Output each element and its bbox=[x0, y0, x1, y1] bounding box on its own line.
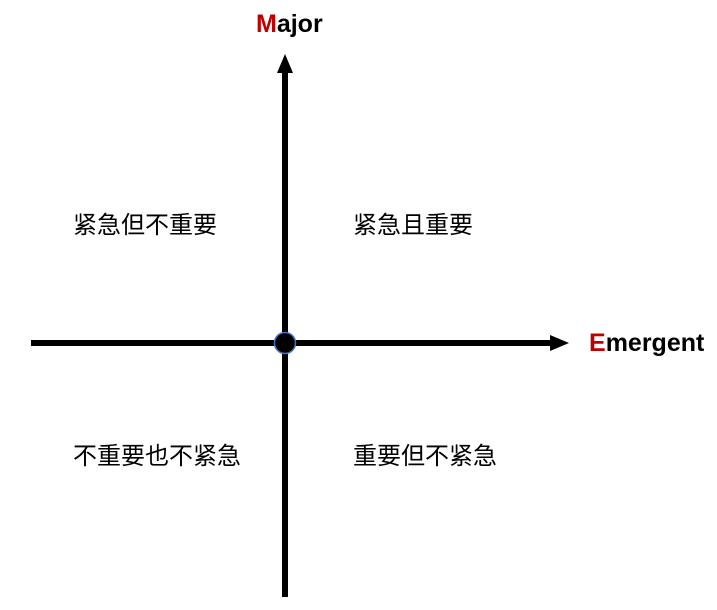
x-axis-arrowhead-icon bbox=[550, 335, 569, 351]
y-axis-arrowhead-icon bbox=[277, 54, 293, 73]
origin-dot bbox=[273, 331, 297, 355]
x-axis-label-first-letter: E bbox=[589, 329, 606, 357]
quadrant-label-bottom-left: 不重要也不紧急 bbox=[73, 444, 241, 470]
quadrant-label-top-right: 紧急且重要 bbox=[353, 213, 473, 239]
y-axis-label: Major bbox=[256, 10, 323, 39]
quadrant-label-bottom-right: 重要但不紧急 bbox=[353, 444, 497, 470]
quadrant-label-top-left: 紧急但不重要 bbox=[73, 213, 217, 239]
y-axis-label-first-letter: M bbox=[256, 10, 277, 38]
x-axis-label: Emergent bbox=[589, 329, 705, 358]
y-axis-label-rest: ajor bbox=[276, 10, 323, 38]
x-axis-label-rest: mergent bbox=[605, 329, 705, 357]
